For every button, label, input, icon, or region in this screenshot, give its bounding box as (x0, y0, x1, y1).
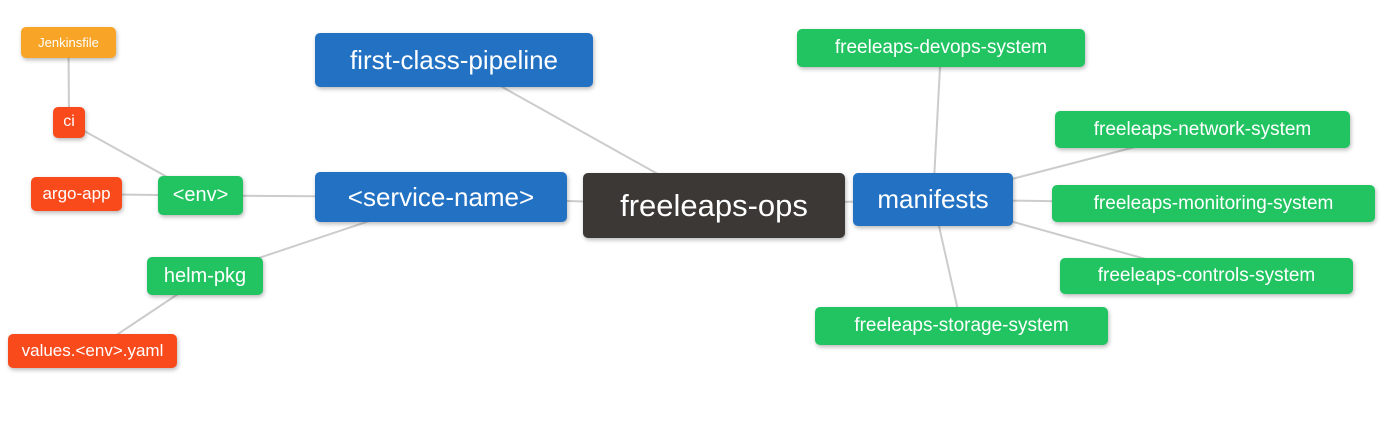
node-env[interactable]: <env> (158, 176, 243, 215)
node-argo-app[interactable]: argo-app (31, 177, 122, 211)
node-label: first-class-pipeline (349, 44, 559, 75)
node-jenkinsfile[interactable]: Jenkinsfile (21, 27, 116, 58)
node-label: <env> (172, 184, 229, 206)
node-label: freeleaps-network-system (1093, 118, 1312, 140)
node-label: argo-app (42, 184, 111, 203)
node-service-name[interactable]: <service-name> (315, 172, 567, 222)
node-freeleaps-ops[interactable]: freeleaps-ops (583, 173, 845, 238)
node-label: Jenkinsfile (38, 34, 99, 50)
node-label: helm-pkg (163, 264, 247, 287)
node-first-class-pipeline[interactable]: first-class-pipeline (315, 33, 593, 87)
node-ci[interactable]: ci (53, 107, 85, 138)
node-label: freeleaps-controls-system (1097, 265, 1316, 286)
node-values-env-yaml[interactable]: values.<env>.yaml (8, 334, 177, 368)
node-freeleaps-storage-system[interactable]: freeleaps-storage-system (815, 307, 1108, 345)
node-label: values.<env>.yaml (21, 341, 164, 360)
node-label: freeleaps-monitoring-system (1093, 192, 1334, 214)
node-freeleaps-network-system[interactable]: freeleaps-network-system (1055, 111, 1350, 148)
node-label: freeleaps-devops-system (834, 37, 1048, 58)
node-manifests[interactable]: manifests (853, 173, 1013, 226)
node-freeleaps-controls-system[interactable]: freeleaps-controls-system (1060, 258, 1353, 294)
node-label: <service-name> (347, 181, 535, 212)
node-label: manifests (877, 184, 989, 214)
node-label: freeleaps-storage-system (854, 315, 1069, 336)
node-label: ci (63, 113, 75, 130)
node-freeleaps-devops-system[interactable]: freeleaps-devops-system (797, 29, 1085, 67)
node-label: freeleaps-ops (620, 187, 808, 223)
node-freeleaps-monitoring-system[interactable]: freeleaps-monitoring-system (1052, 185, 1375, 222)
node-helm-pkg[interactable]: helm-pkg (147, 257, 263, 295)
